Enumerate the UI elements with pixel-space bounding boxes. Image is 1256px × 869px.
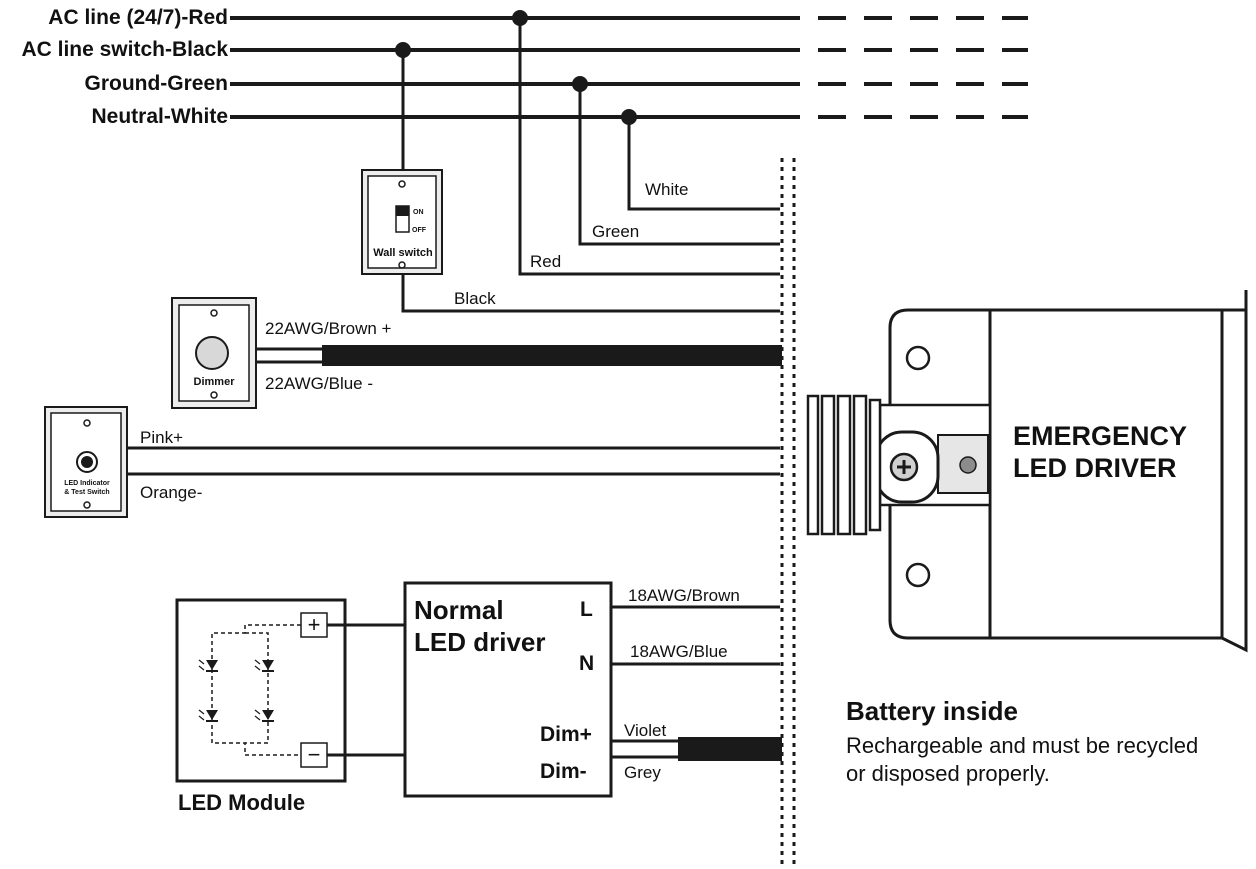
bus-label-green: Ground-Green — [84, 72, 228, 95]
screw-icon — [398, 261, 406, 269]
indicator-label-1: LED Indicator — [64, 480, 110, 487]
emergency-title-1: EMERGENCY — [1013, 421, 1187, 451]
wire-label-orange: Orange- — [140, 483, 202, 502]
drop-wires: White Green Red Black — [401, 18, 780, 313]
terminal-n: N — [579, 652, 594, 675]
bus-label-white: Neutral-White — [92, 105, 229, 128]
wire-label-green: Green — [592, 222, 639, 241]
battery-note-1: Rechargeable and must be recycled — [846, 733, 1198, 758]
wire-red — [518, 18, 780, 276]
dimmer-wires: 22AWG/Brown + 22AWG/Blue - — [256, 319, 782, 393]
wire-label-blue18: 18AWG/Blue — [630, 642, 728, 661]
wire-label-white: White — [645, 180, 688, 199]
minus-terminal-icon — [300, 742, 328, 768]
wire-black-lower — [401, 275, 780, 313]
screw-icon — [210, 309, 218, 317]
ac-bus: AC line (24/7)-Red AC line switch-Black … — [21, 6, 1028, 128]
minus-terminal-label: − — [308, 742, 321, 767]
normal-driver-title-2: LED driver — [414, 627, 546, 657]
screw-icon — [210, 391, 218, 399]
indicator-wires: Pink+ Orange- — [127, 428, 780, 502]
mount-hole-icon — [905, 562, 931, 588]
driver-body — [988, 290, 1248, 653]
wire-label-brown-plus: 22AWG/Brown + — [265, 319, 392, 338]
led-diode-icon — [254, 659, 274, 672]
dim-cable — [678, 737, 782, 761]
wire-label-pink: Pink+ — [140, 428, 183, 447]
led-diode-icon — [198, 709, 218, 722]
dimmer-cable — [322, 345, 782, 366]
threaded-fitting — [806, 394, 882, 536]
terminal-l: L — [580, 598, 593, 621]
wire-white — [627, 117, 780, 211]
dimmer-label: Dimmer — [194, 376, 236, 388]
led-module-label: LED Module — [178, 790, 305, 815]
led-diode-icon — [198, 659, 218, 672]
battery-note: Battery inside Rechargeable and must be … — [846, 696, 1198, 786]
wire-label-grey: Grey — [624, 763, 661, 782]
screw-icon — [83, 501, 91, 509]
wire-label-brown18: 18AWG/Brown — [628, 586, 740, 605]
terminal-dim-plus: Dim+ — [540, 723, 592, 746]
terminal-dim-minus: Dim- — [540, 760, 587, 783]
screw-icon — [83, 419, 91, 427]
wire-label-black: Black — [454, 289, 496, 308]
wire-label-red: Red — [530, 252, 561, 271]
normal-driver-box — [403, 581, 613, 798]
led-module: + − LED Module — [175, 598, 347, 815]
wire-label-blue-minus: 22AWG/Blue - — [265, 374, 373, 393]
led-indicator-test-switch[interactable]: LED Indicator & Test Switch — [44, 406, 128, 518]
bus-label-black: AC line switch-Black — [21, 38, 228, 61]
plus-terminal-label: + — [308, 612, 321, 637]
connector-bolt-icon — [959, 456, 977, 474]
wall-switch-off: OFF — [412, 227, 427, 234]
normal-driver-title-1: Normal — [414, 595, 504, 625]
bus-label-red: AC line (24/7)-Red — [48, 6, 228, 29]
normal-led-driver: Normal LED driver L N Dim+ Dim- — [403, 581, 613, 798]
driver-wires: 18AWG/Brown 18AWG/Blue Violet Grey — [611, 586, 782, 782]
screw-icon — [398, 180, 406, 188]
battery-note-2: or disposed properly. — [846, 761, 1050, 786]
battery-title: Battery inside — [846, 696, 1018, 726]
wire-green — [578, 84, 780, 246]
wire-label-violet: Violet — [624, 721, 666, 740]
wall-switch[interactable]: ON OFF Wall switch — [361, 169, 443, 275]
dimmer[interactable]: Dimmer — [171, 297, 257, 409]
wall-switch-label: Wall switch — [373, 247, 433, 259]
emergency-led-driver: EMERGENCY LED DRIVER — [806, 290, 1248, 653]
emergency-title-2: LED DRIVER — [1013, 453, 1177, 483]
indicator-label-2: & Test Switch — [64, 489, 109, 496]
led-diode-icon — [254, 709, 274, 722]
wall-switch-on: ON — [413, 209, 424, 216]
mount-hole-icon — [905, 345, 931, 371]
dimmer-knob-icon[interactable] — [195, 336, 229, 370]
